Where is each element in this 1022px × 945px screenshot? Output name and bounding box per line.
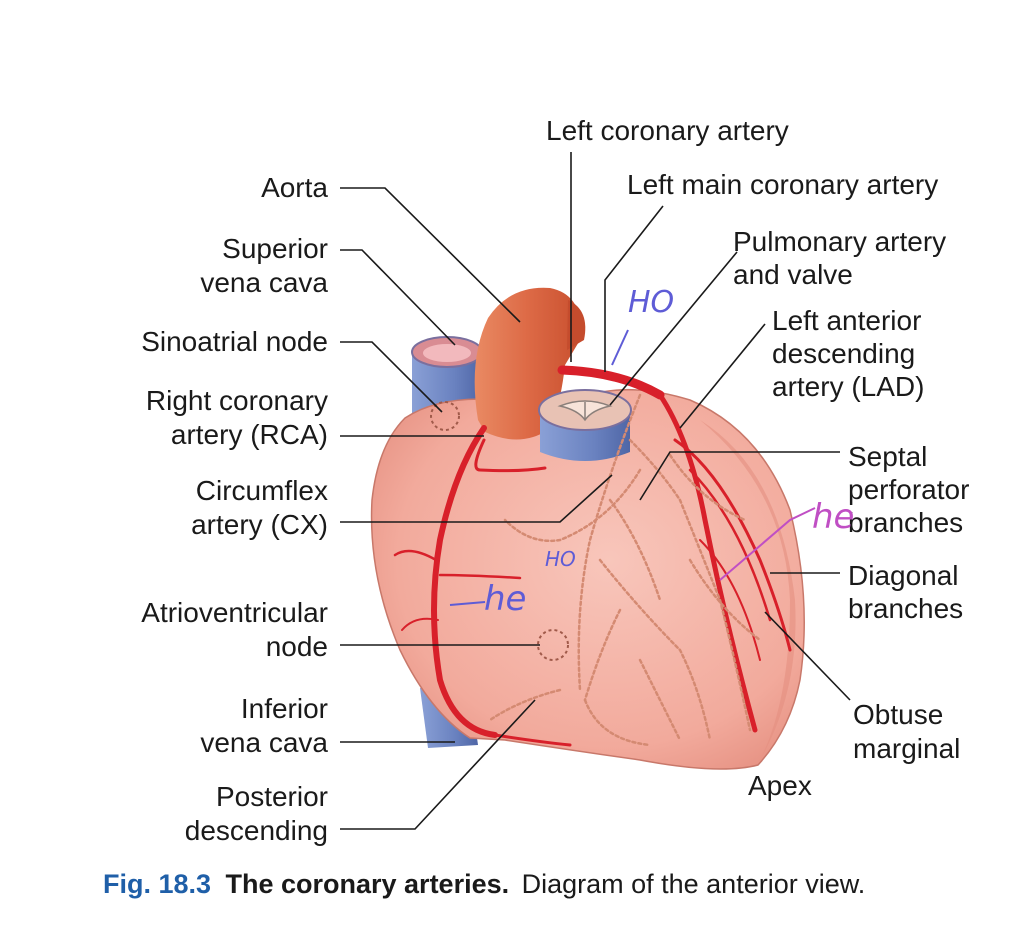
posterior-vessels — [488, 393, 762, 747]
label-circumflex-1: Circumflex — [196, 475, 328, 506]
label-posterior-descending-2: descending — [185, 815, 328, 846]
handwriting-ho-top: HO — [628, 285, 674, 320]
svg-text:Fig. 18.3 The coronary a: Fig. 18.3 The coronary arteries. Diagram… — [103, 869, 865, 899]
label-inferior-vena-cava-2: vena cava — [200, 727, 328, 758]
label-inferior-vena-cava-1: Inferior — [241, 693, 328, 724]
handwriting-he-left: he — [484, 579, 526, 619]
label-diagonal-1: Diagonal — [848, 560, 959, 591]
sinoatrial-node — [430, 401, 460, 431]
label-posterior-descending-1: Posterior — [216, 781, 328, 812]
labels: Aorta Superior vena cava Sinoatrial node… — [141, 115, 969, 846]
label-av-node-2: node — [266, 631, 328, 662]
caption-title: The coronary arteries. — [226, 869, 510, 899]
label-septal-3: branches — [848, 507, 963, 538]
coronary-arteries — [393, 365, 792, 747]
label-lad-3: artery (LAD) — [772, 371, 924, 402]
label-lad-2: descending — [772, 338, 915, 369]
label-obtuse-marginal-2: marginal — [853, 733, 960, 764]
label-sinoatrial-node: Sinoatrial node — [141, 326, 328, 357]
label-lad-1: Left anterior — [772, 305, 921, 336]
atrioventricular-node — [537, 629, 569, 661]
label-septal-2: perforator — [848, 474, 969, 505]
label-rca-1: Right coronary — [146, 385, 328, 416]
label-apex: Apex — [748, 770, 812, 801]
label-left-main-coronary-artery: Left main coronary artery — [627, 169, 938, 200]
handwriting-ho-mid: HO — [545, 547, 576, 571]
label-circumflex-2: artery (CX) — [191, 509, 328, 540]
label-septal-1: Septal — [848, 441, 927, 472]
label-rca-2: artery (RCA) — [171, 419, 328, 450]
label-pulmonary-artery-1: Pulmonary artery — [733, 226, 946, 257]
label-pulmonary-artery-2: and valve — [733, 259, 853, 290]
label-superior-vena-cava-2: vena cava — [200, 267, 328, 298]
label-diagonal-2: branches — [848, 593, 963, 624]
label-av-node-1: Atrioventricular — [141, 597, 328, 628]
figure-caption: Fig. 18.3 The coronary arteries. Diagram… — [103, 869, 865, 899]
label-obtuse-marginal-1: Obtuse — [853, 699, 943, 730]
caption-figure-number: Fig. 18.3 — [103, 869, 211, 899]
heart — [370, 287, 805, 770]
caption-body: Diagram of the anterior view. — [522, 869, 866, 899]
pulmonary-valve — [557, 400, 613, 422]
leader-lines — [340, 152, 851, 830]
label-left-coronary-artery: Left coronary artery — [546, 115, 789, 146]
handwritten-annotations: HO HO he he — [449, 285, 854, 619]
label-aorta: Aorta — [261, 172, 328, 203]
handwriting-he-right: he — [812, 497, 854, 537]
label-superior-vena-cava-1: Superior — [222, 233, 328, 264]
